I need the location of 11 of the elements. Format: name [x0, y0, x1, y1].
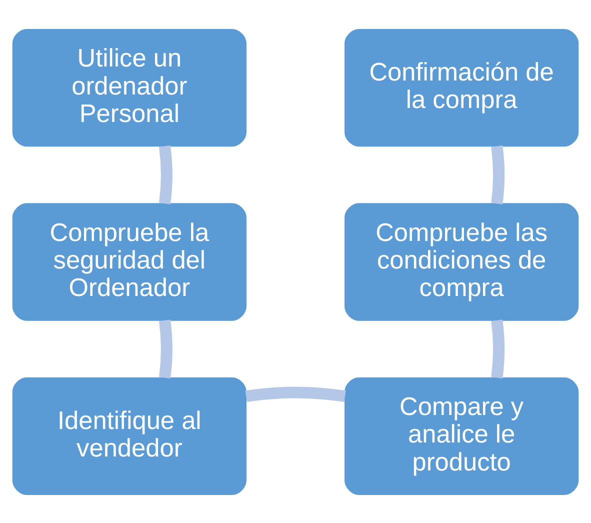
node-box: Utilice un ordenador Personal [12, 28, 246, 146]
connector [158, 145, 172, 204]
connector [245, 386, 346, 402]
node-box: Compruebe la seguridad del Ordenador [12, 202, 246, 320]
connector [491, 145, 505, 204]
node-box: Identifique al vendedor [12, 376, 246, 494]
node-box: Compare y analice le producto [344, 376, 579, 494]
node-box: Compruebe las condiciones de compra [344, 202, 579, 320]
connector [491, 319, 505, 378]
connector [158, 319, 172, 378]
node-box: Confirmación de la compra [344, 28, 579, 146]
